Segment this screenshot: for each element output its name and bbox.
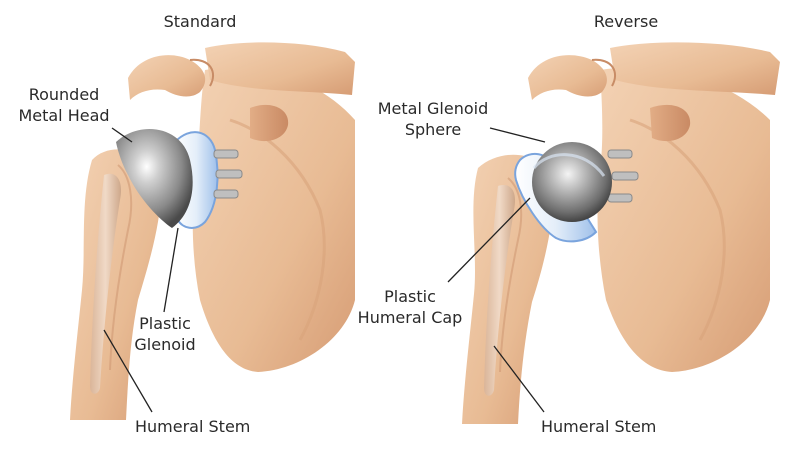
coracoid-right [650,104,691,142]
label-line: Plastic [384,287,436,306]
leader-stem-left [103,329,153,413]
panel-title-standard: Standard [163,12,237,31]
standard-shoulder [70,42,355,421]
label-line: Glenoid [134,335,196,354]
acromion-right [528,55,607,100]
scapula-right [597,67,770,372]
clavicle-left [205,42,355,95]
leader-head [111,127,133,143]
label-line: Metal Glenoid [377,99,489,118]
label-humeral-stem-reverse: Humeral Stem [541,417,657,436]
humeral-stem-left [90,173,122,394]
label-metal-glenoid-sphere: Metal Glenoid Sphere [368,98,498,140]
label-line: Plastic [139,314,191,333]
label-plastic-glenoid: Plastic Glenoid [120,313,210,355]
humerus-right [462,154,554,424]
sphere-pegs-right [607,149,639,203]
leader-sphere [489,127,546,143]
label-line: Humeral Cap [357,308,463,327]
humeral-stem-right [484,185,516,396]
label-line: Sphere [404,120,462,139]
label-humeral-stem-standard: Humeral Stem [135,417,251,436]
clavicle-right [610,42,780,95]
reverse-shoulder [447,42,780,424]
acromion-left [128,55,206,100]
leader-cap [447,197,531,283]
leader-glenoid [163,227,179,313]
coracoid-left [250,104,289,142]
panel-title-reverse: Reverse [593,12,659,31]
glenoid-pegs-left [213,149,243,199]
leader-stem-right [493,345,545,413]
label-line: Rounded [28,85,100,104]
label-line: Metal Head [18,106,110,125]
label-plastic-humeral-cap: Plastic Humeral Cap [350,286,470,328]
metal-head-left [116,129,193,228]
label-rounded-metal-head: Rounded Metal Head [8,84,120,126]
scapula-left [192,67,355,372]
